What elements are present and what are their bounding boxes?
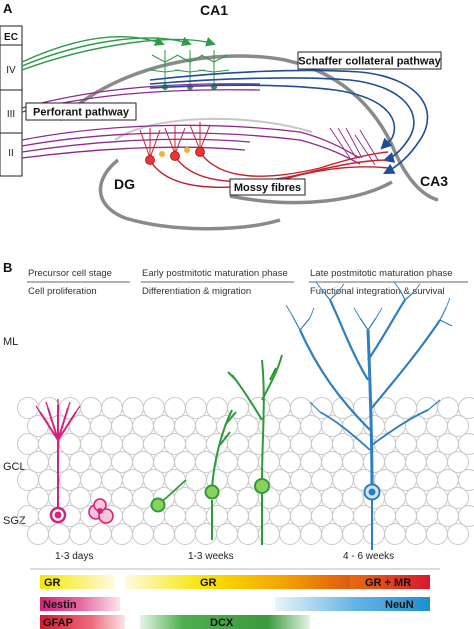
gcl-cell-outline	[27, 523, 49, 545]
gr-bar-1	[40, 575, 115, 589]
ca1-label: CA1	[200, 2, 228, 18]
gcl-cell-outline	[132, 523, 154, 545]
layer-ii-label: II	[8, 148, 14, 159]
nestin-bar-label: Nestin	[43, 599, 77, 611]
dcx-bar-label: DCX	[210, 617, 234, 629]
gcl-cell-outline	[458, 469, 474, 491]
gcl-cell-outline	[321, 523, 343, 545]
early-neuron-1	[150, 479, 187, 513]
gr-mr-bar-label: GR + MR	[365, 577, 411, 589]
ca3-neurons	[329, 127, 379, 166]
gcl-cell-outline	[447, 487, 469, 509]
gcl-cell-outline	[458, 397, 474, 419]
ec-label: EC	[4, 32, 18, 43]
mossy-fibres-box: Mossy fibres	[229, 178, 306, 196]
stage-1-subtitle: Cell proliferation	[28, 286, 97, 297]
gcl-cell-outline	[458, 505, 474, 527]
neun-bar	[275, 597, 430, 611]
gcl-cell-outline	[458, 433, 474, 455]
dentate-granule-cells	[139, 122, 211, 165]
panel-b-label: B	[3, 260, 12, 275]
early-neuron-2	[204, 409, 237, 540]
gcl-cell-outline	[153, 523, 175, 545]
gcl-cell-outline	[237, 523, 259, 545]
dcx-bar	[140, 615, 310, 629]
gr-bar-2	[125, 575, 350, 589]
time-label-late: 4 - 6 weeks	[343, 551, 394, 562]
perforant-pathway-box: Perforant pathway	[25, 102, 137, 121]
neun-bar-label: NeuN	[385, 599, 414, 611]
stage-3-title: Late postmitotic maturation phase	[310, 268, 453, 279]
marker-bars: GR GR GR + MR Nestin NeuN GFAP DCX	[30, 568, 440, 629]
stage-headers: Precursor cell stage Cell proliferation …	[27, 268, 468, 297]
panel-a-label: A	[3, 1, 13, 16]
precursor-radial-glia-cell	[35, 399, 81, 524]
gcl-cell-outline	[174, 523, 196, 545]
mossy-fibres	[149, 151, 389, 188]
gcl-cell-outline	[90, 523, 112, 545]
gfap-bar	[40, 615, 125, 629]
nestin-bar	[40, 597, 120, 611]
gcl-cell-outline	[342, 523, 364, 545]
gr-bar-2-label: GR	[200, 577, 217, 589]
precursor-dividing-cells	[88, 498, 114, 524]
stage-3-subtitle: Functional integration & survival	[310, 286, 445, 297]
gcl-cell-outline	[384, 523, 406, 545]
schaffer-collateral-box: Schaffer collateral pathway	[297, 51, 442, 70]
gcl-cell-outline	[447, 415, 469, 437]
gcl-cell-outline	[363, 523, 385, 545]
granule-cell-layer-circles	[17, 397, 474, 545]
gcl-cell-outline	[405, 523, 427, 545]
gcl-cell-outline	[426, 523, 448, 545]
schaffer-collateral-label: Schaffer collateral pathway	[298, 56, 441, 68]
gcl-cell-outline	[216, 523, 238, 545]
gcl-cell-outline	[195, 523, 217, 545]
gcl-cell-outline	[279, 523, 301, 545]
ec-layer-column: EC IV III II	[0, 25, 23, 177]
perforant-pathway-label: Perforant pathway	[33, 107, 130, 119]
hippocampus-outline	[58, 54, 439, 231]
schaffer-collateral-fibers	[149, 69, 429, 175]
ec-iv-axons	[21, 35, 216, 71]
gfap-bar-label: GFAP	[43, 617, 73, 629]
ml-label: ML	[3, 336, 18, 348]
gcl-cell-outline	[447, 451, 469, 473]
time-label-early: 1-3 weeks	[188, 551, 234, 562]
gcl-cell-outline	[300, 523, 322, 545]
time-label-precursor: 1-3 days	[55, 551, 93, 562]
gcl-label: GCL	[3, 461, 26, 473]
gr-mr-bar	[350, 575, 430, 589]
perforant-pathway-fibers	[21, 83, 361, 165]
ca3-label: CA3	[420, 173, 448, 189]
early-neuron-3	[227, 354, 283, 545]
gcl-cell-outline	[447, 523, 469, 545]
stage-2-subtitle: Differentiation & migration	[142, 286, 251, 297]
gcl-cell-outline	[111, 523, 133, 545]
layer-iv-label: IV	[6, 65, 16, 76]
gcl-cell-outline	[69, 523, 91, 545]
gr-bar-1-label: GR	[44, 577, 61, 589]
layer-iii-label: III	[7, 109, 15, 120]
late-mature-neuron	[285, 281, 453, 550]
sgz-label: SGZ	[3, 515, 26, 527]
stage-2-title: Early postmitotic maturation phase	[142, 268, 288, 279]
stage-1-title: Precursor cell stage	[28, 268, 112, 279]
dg-label: DG	[114, 176, 135, 192]
mossy-fibres-label: Mossy fibres	[234, 182, 301, 194]
gcl-cell-outline	[48, 523, 70, 545]
